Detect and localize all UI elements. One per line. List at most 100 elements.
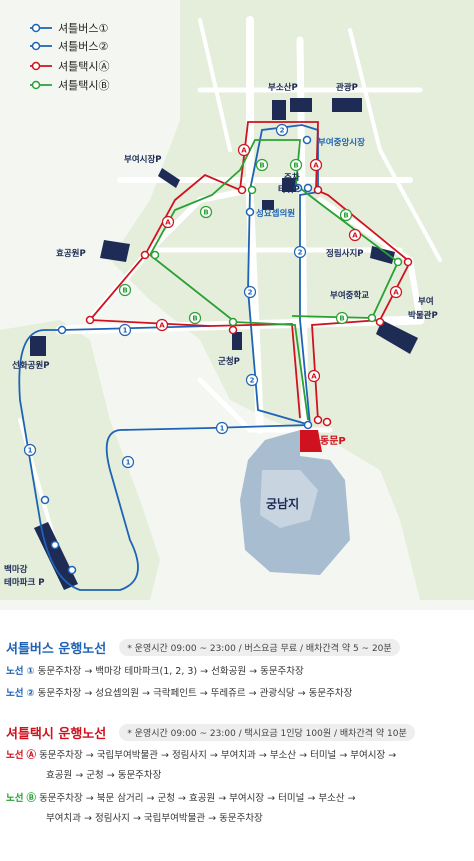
svg-text:2: 2 [298,249,303,257]
marker-bus1-d: 1 [121,455,135,469]
parking-buildings [30,98,418,590]
taxi-route-A-row: 노선 Ⓐ 동문주차장 → 국립부여박물관 → 정림사지 → 부여치과 → 부소산… [6,746,396,766]
svg-text:2: 2 [248,289,253,297]
marker-bus2-d: 2 [275,123,289,137]
label-museum-1: 부여 [418,296,434,307]
jeongnimsa-parking-block [370,246,395,264]
bus-section-header: 셔틀버스 운행노선 * 운영시간 09:00 ~ 23:00 / 버스요금 무료… [6,637,400,657]
marker-taxiB-c: B [118,283,132,297]
label-gwangwang: 관광P [336,82,358,93]
svg-text:A: A [165,219,171,227]
taxi-route-A-row-2: 효공원 → 군청 → 동문주차장 [46,766,161,786]
svg-text:B: B [122,287,127,295]
bus-section-title: 셔틀버스 운행노선 [6,642,107,657]
label-seonhwa: 선화공원P [12,360,50,371]
bus-operating-note: * 운영시간 09:00 ~ 23:00 / 버스요금 무료 / 배차간격 약 … [119,639,400,656]
bus-route-1-tag: 노선 [6,666,24,677]
taxi-route-B-tag: 노선 [6,793,24,804]
legend-label-taxiB: 셔틀택시Ⓑ [58,79,109,92]
svg-text:1: 1 [126,459,131,467]
marker-taxiA-a: A [237,143,251,157]
route-stops [40,135,413,575]
bus-route-2-tag: 노선 [6,688,24,699]
taxi-route-A-tag: 노선 [6,750,24,761]
label-guncheong: 군청P [218,356,240,367]
legend-item-taxiB: 셔틀택시Ⓑ [30,79,109,92]
guncheong-parking-block [232,332,242,350]
taxi-route-A-num: Ⓐ [26,750,37,761]
label-jeongnimsa: 정림사지P [326,248,364,259]
gungnamji-pond [240,430,350,575]
svg-text:1: 1 [123,327,128,335]
hyowon-parking-block [100,240,130,262]
marker-taxiB-g: B [255,158,269,172]
shuttle-route-map: 1 1 1 1 2 2 2 2 A A A A A A A B B B B B … [0,0,474,610]
label-busosan: 부소산P [268,82,298,93]
svg-text:A: A [313,162,319,170]
bus-route-1-line [18,325,309,591]
svg-text:B: B [203,209,208,217]
svg-text:2: 2 [250,377,255,385]
marker-taxiB-a: B [289,158,303,172]
marker-taxiA-g: A [307,369,321,383]
svg-text:2: 2 [280,127,285,135]
joseph-parking-block [262,200,274,210]
market-parking-block [158,168,180,188]
label-buyeo-city-market: 부여시장P [124,154,162,165]
bus-route-1-row: 노선 ① 동문주차장 → 백마강 테마파크(1, 2, 3) → 선화공원 → … [6,662,304,682]
bus-route-1-num: ① [26,666,35,677]
label-seongyo: 성요셉의원 [256,208,295,219]
seonhwa-parking-block [30,336,46,356]
busosan-parking-block [272,100,286,120]
taxi-section-title: 셔틀택시 운행노선 [6,727,107,742]
bus-route-1-text: 동문주차장 → 백마강 테마파크(1, 2, 3) → 선화공원 → 동문주차장 [37,666,304,677]
busosan-parking-block-2 [290,98,312,112]
svg-text:B: B [293,162,298,170]
svg-text:A: A [393,289,399,297]
taxi-route-B-line1: 동문주차장 → 북문 삼거리 → 군청 → 효공원 → 부여시장 → 터미널 →… [39,793,356,804]
label-hyowon: 효공원P [56,248,86,259]
label-baekma-2: 테마파크 P [4,577,44,588]
taxi-route-B-line2: 부여치과 → 정림사지 → 국립부여박물관 → 동문주차장 [46,813,263,824]
svg-text:A: A [241,147,247,155]
legend-label-bus1: 셔틀버스① [58,22,108,35]
svg-text:1: 1 [28,447,33,455]
svg-text:A: A [352,232,358,240]
museum-parking-block [376,320,418,354]
dongmun-parking-block [296,430,322,452]
marker-taxiB-f: B [339,208,353,222]
taxi-route-B-row: 노선 Ⓑ 동문주차장 → 북문 삼거리 → 군청 → 효공원 → 부여시장 → … [6,789,356,809]
legend-label-bus2: 셔틀버스② [58,40,108,53]
label-jucha-2: 타워P [278,184,300,195]
taxi-route-B-row-2: 부여치과 → 정림사지 → 국립부여박물관 → 동문주차장 [46,809,263,829]
taxi-route-B-line [148,139,400,421]
marker-bus1-b: 1 [215,421,229,435]
svg-text:A: A [159,322,165,330]
bus-route-2-row: 노선 ② 동문주차장 → 성요셉의원 → 극락페인트 → 뚜레쥬르 → 관광식당… [6,684,352,704]
svg-text:B: B [259,162,264,170]
taxi-route-A-line1: 동문주차장 → 국립부여박물관 → 정림사지 → 부여치과 → 부소산 → 터미… [39,750,397,761]
place-labels: 부소산P 관광P 부여중앙시장 부여시장P 주차 타워P 성요셉의원 효공원P … [4,82,438,588]
marker-taxiA-d: A [155,318,169,332]
svg-text:B: B [343,212,348,220]
svg-text:B: B [339,315,344,323]
label-baekma-1: 백마강 [4,564,28,575]
marker-taxiA-b: A [309,158,323,172]
label-gungnamji: 궁남지 [266,496,299,511]
marker-bus2-b: 2 [243,285,257,299]
legend-label-taxiA: 셔틀택시Ⓐ [58,60,109,73]
svg-text:1: 1 [220,425,225,433]
legend-item-taxiA: 셔틀택시Ⓐ [30,60,109,73]
taxi-section-header: 셔틀택시 운행노선 * 운영시간 09:00 ~ 23:00 / 택시요금 1인… [6,722,415,742]
marker-bus2-a: 2 [293,245,307,259]
marker-taxiB-e: B [335,311,349,325]
gwangwang-parking-block [332,98,362,112]
bus-route-2-num: ② [26,688,35,699]
marker-taxiB-d: B [188,311,202,325]
marker-taxiA-e: A [348,228,362,242]
svg-text:A: A [311,373,317,381]
bus-route-2-line [247,124,319,426]
route-markers: 1 1 1 1 2 2 2 2 A A A A A A A B B B B B … [23,123,403,469]
marker-taxiB-b: B [199,205,213,219]
svg-text:B: B [192,315,197,323]
